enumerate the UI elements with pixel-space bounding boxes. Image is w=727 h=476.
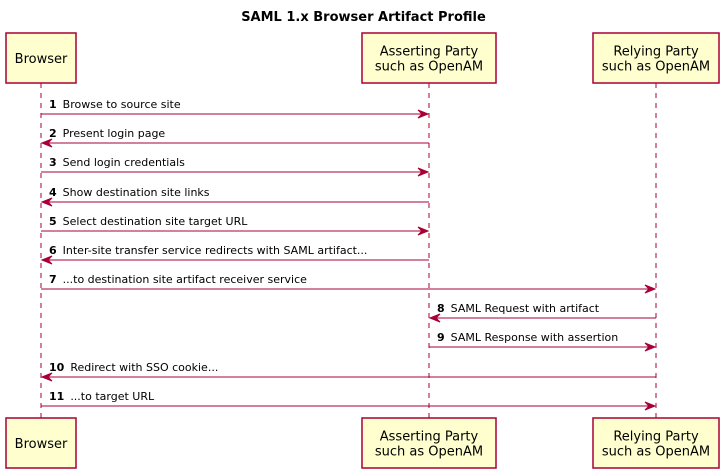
message-text: Select destination site target URL [63, 215, 249, 228]
message-text: SAML Response with assertion [451, 331, 619, 344]
arrowhead-icon [40, 197, 53, 207]
message-1: 1 Browse to source site [41, 98, 430, 119]
message-2: 2 Present login page [40, 127, 429, 148]
message-7: 7 ...to destination site artifact receive… [41, 273, 657, 294]
participant-browser-top: Browser [5, 32, 77, 84]
participant-label: Browser [15, 437, 68, 452]
participant-browser-bottom: Browser [5, 417, 77, 469]
arrowhead-icon [40, 138, 53, 148]
arrowhead-icon [417, 226, 430, 236]
message-3: 3 Send login credentials [41, 156, 430, 177]
message-number: 11 [49, 390, 64, 403]
arrowhead-icon [428, 313, 441, 323]
participant-label: Relying Party [613, 45, 699, 60]
message-number: 6 [49, 244, 57, 257]
participant-box [361, 417, 497, 469]
participant-box [5, 32, 77, 84]
arrowhead-icon [40, 372, 53, 382]
message-label: 3 Send login credentials [49, 156, 185, 169]
message-label: 6 Inter-site transfer service redirects w… [49, 244, 367, 257]
message-label: 9 SAML Response with assertion [437, 331, 618, 344]
message-number: 5 [49, 215, 57, 228]
message-text: ...to destination site artifact receiver… [63, 273, 307, 286]
participant-label: Relying Party [613, 430, 699, 445]
message-text: Send login credentials [63, 156, 185, 169]
message-number: 1 [49, 98, 57, 111]
message-label: 5 Select destination site target URL [49, 215, 248, 228]
message-11: 11 ...to target URL [41, 390, 657, 411]
message-text: Inter-site transfer service redirects wi… [63, 244, 368, 257]
message-5: 5 Select destination site target URL [41, 215, 430, 236]
message-number: 9 [437, 331, 445, 344]
message-label: 11 ...to target URL [49, 390, 155, 403]
arrowhead-icon [644, 284, 657, 294]
message-text: SAML Request with artifact [451, 302, 600, 315]
message-6: 6 Inter-site transfer service redirects w… [40, 244, 429, 265]
message-text: Present login page [63, 127, 166, 140]
message-label: 10 Redirect with SSO cookie... [49, 361, 218, 374]
message-label: 4 Show destination site links [49, 186, 210, 199]
message-text: Redirect with SSO cookie... [70, 361, 218, 374]
message-label: 8 SAML Request with artifact [437, 302, 600, 315]
arrowhead-icon [644, 401, 657, 411]
participant-label: Asserting Party [380, 45, 479, 60]
message-text: Show destination site links [63, 186, 210, 199]
participant-label: such as OpenAM [375, 60, 483, 75]
participant-box [592, 417, 720, 469]
diagram-title: SAML 1.x Browser Artifact Profile [241, 10, 486, 25]
message-number: 10 [49, 361, 65, 374]
message-number: 7 [49, 273, 57, 286]
message-number: 2 [49, 127, 57, 140]
participant-box [592, 32, 720, 84]
message-text: Browse to source site [63, 98, 181, 111]
message-number: 3 [49, 156, 57, 169]
participant-label: such as OpenAM [602, 445, 710, 460]
message-label: 1 Browse to source site [49, 98, 181, 111]
message-4: 4 Show destination site links [40, 186, 429, 207]
participant-label: Asserting Party [380, 430, 479, 445]
participant-box [361, 32, 497, 84]
message-text: ...to target URL [70, 390, 155, 403]
message-label: 2 Present login page [49, 127, 165, 140]
message-10: 10 Redirect with SSO cookie... [40, 361, 656, 382]
message-number: 8 [437, 302, 445, 315]
message-8: 8 SAML Request with artifact [428, 302, 656, 323]
arrowhead-icon [40, 255, 53, 265]
arrowhead-icon [417, 109, 430, 119]
participant-label: such as OpenAM [602, 60, 710, 75]
participant-label: Browser [15, 52, 68, 67]
arrowhead-icon [417, 167, 430, 177]
message-label: 7 ...to destination site artifact receive… [49, 273, 307, 286]
message-number: 4 [49, 186, 57, 199]
participant-box [5, 417, 77, 469]
participant-label: such as OpenAM [375, 445, 483, 460]
arrowhead-icon [644, 342, 657, 352]
message-9: 9 SAML Response with assertion [429, 331, 657, 352]
